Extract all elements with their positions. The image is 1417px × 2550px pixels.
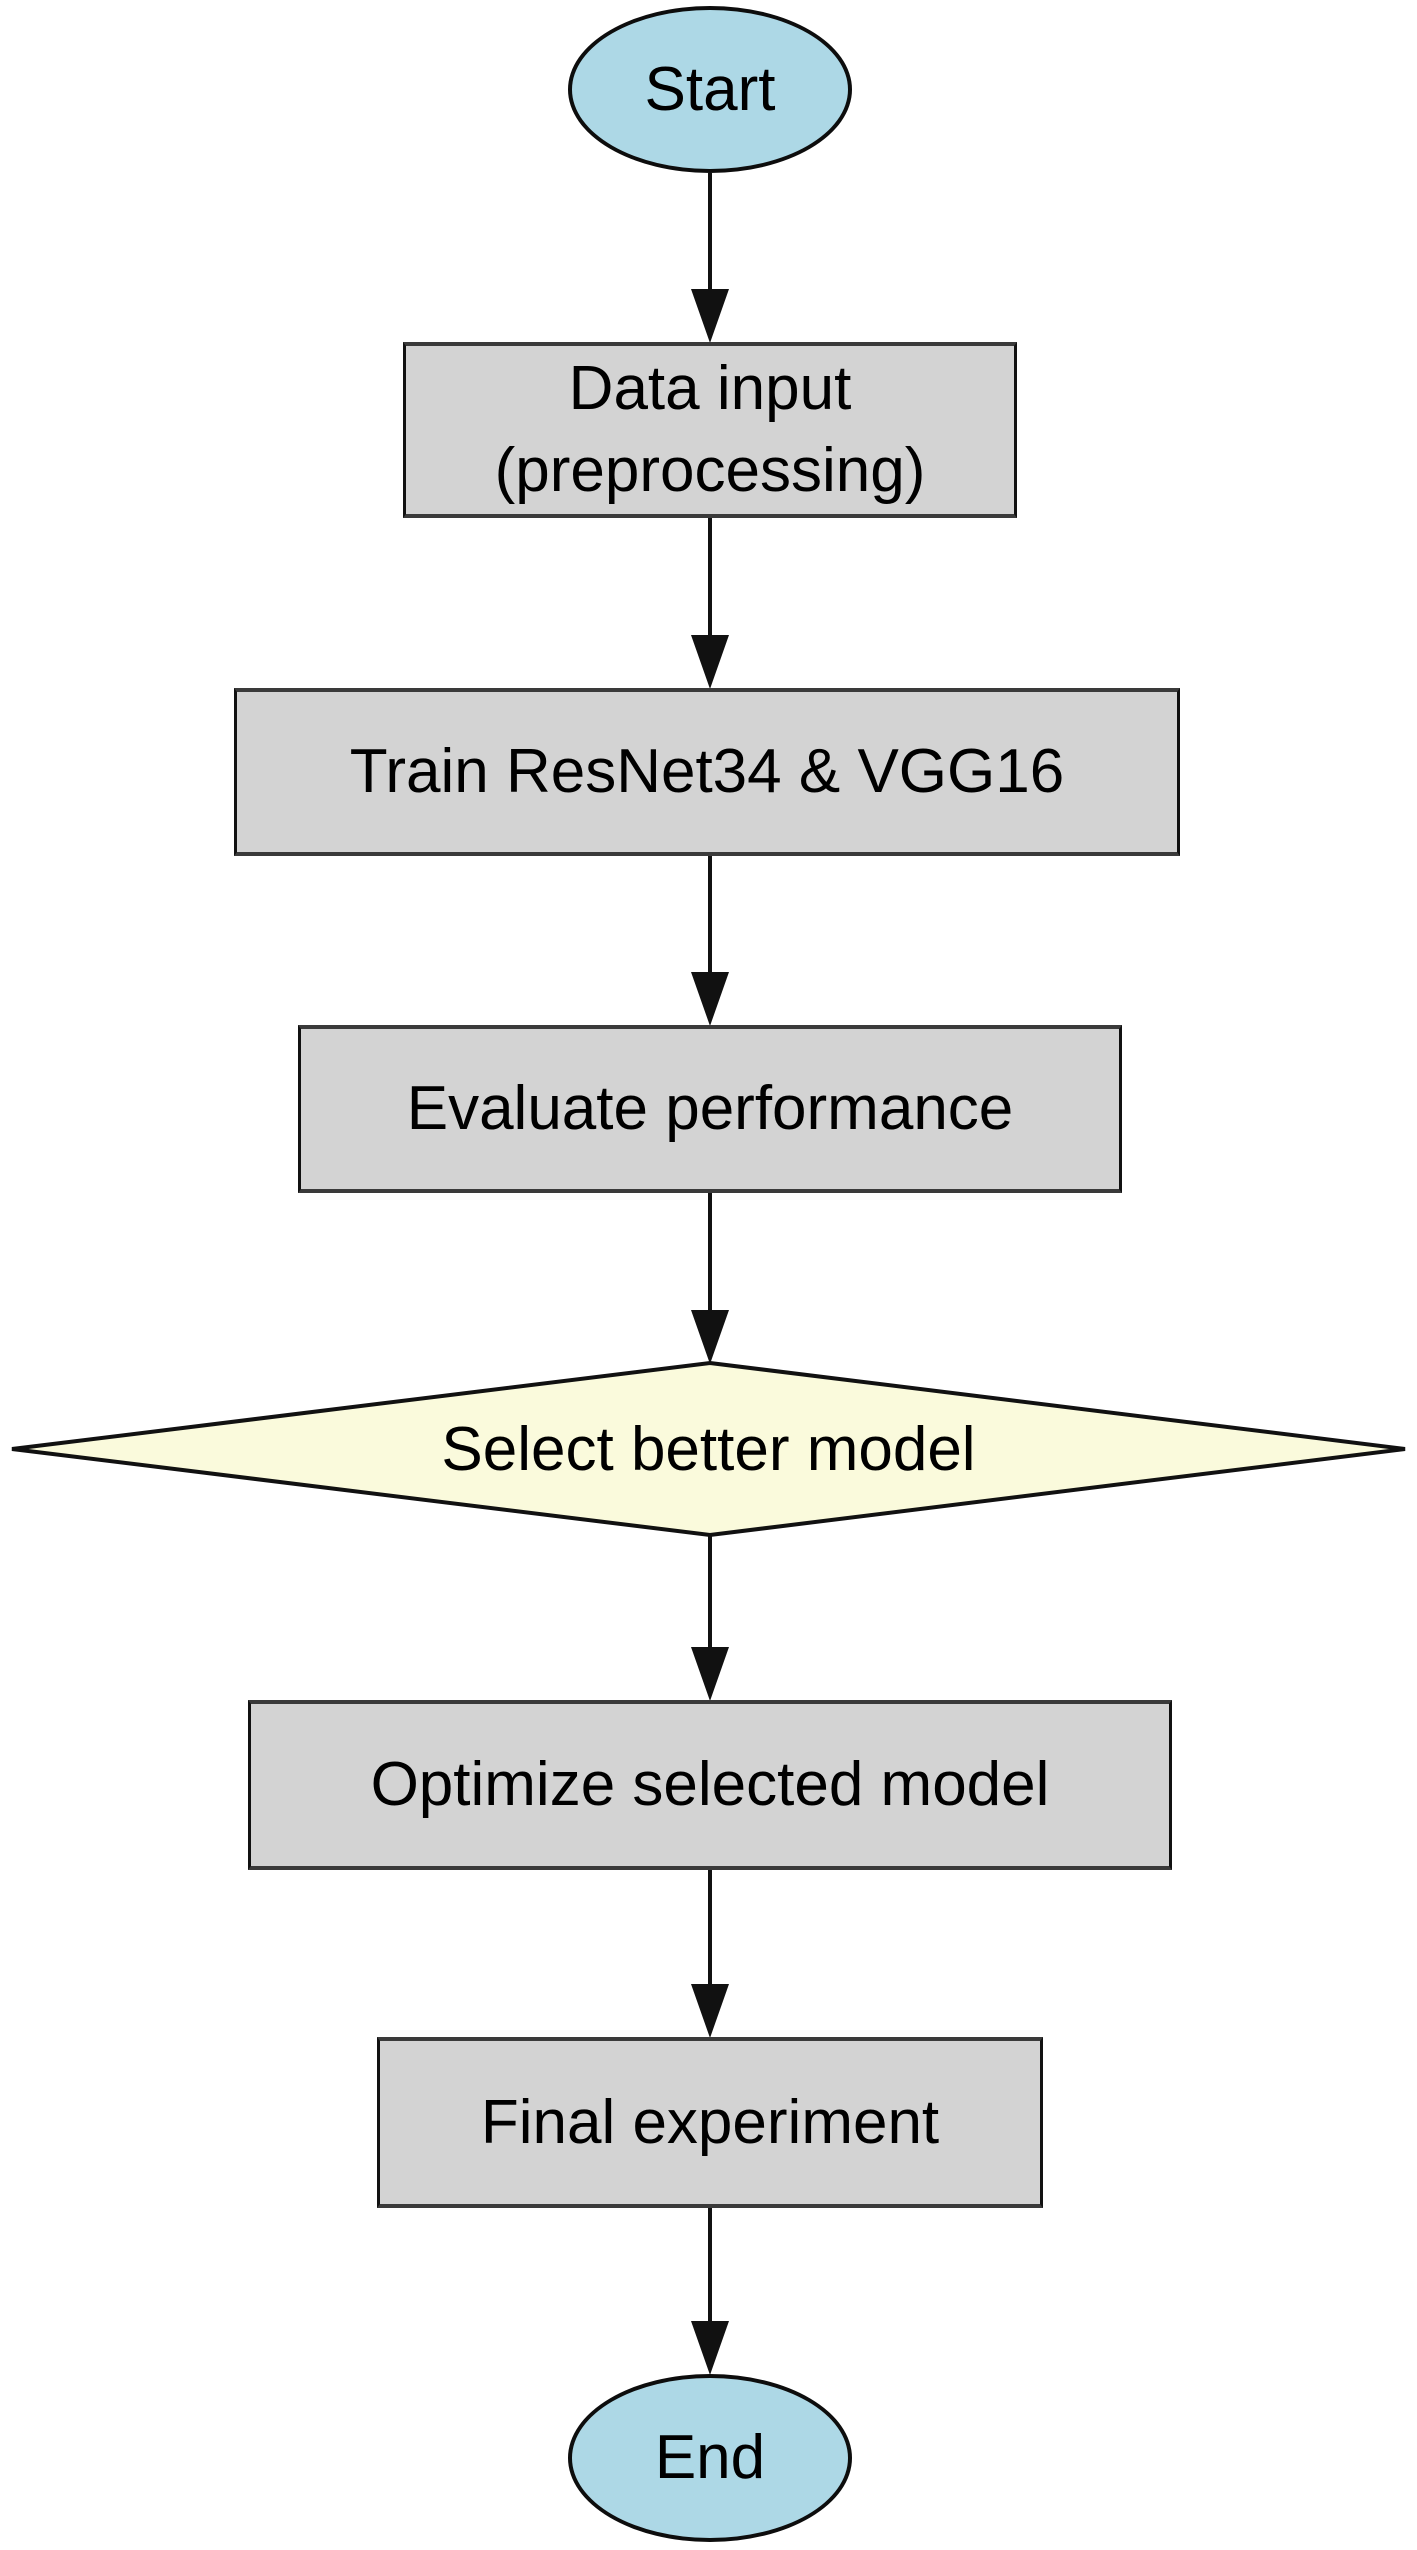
edge-line xyxy=(708,1870,712,1992)
edge-final-to-end xyxy=(691,2208,729,2375)
arrowhead-icon xyxy=(691,289,729,343)
decision-node-label: Select better model xyxy=(441,1414,976,1484)
start-node: Start xyxy=(568,6,852,173)
final-experiment-node: Final experiment xyxy=(377,2037,1043,2208)
edge-train-to-evaluate xyxy=(691,856,729,1026)
edge-line xyxy=(708,1193,712,1318)
edge-line xyxy=(708,518,712,643)
arrowhead-icon xyxy=(691,635,729,689)
data-input-node: Data input (preprocessing) xyxy=(403,342,1017,518)
edge-data-input-to-train xyxy=(691,518,729,689)
arrowhead-icon xyxy=(691,1647,729,1701)
arrowhead-icon xyxy=(691,972,729,1026)
edge-line xyxy=(708,1533,712,1655)
train-node: Train ResNet34 & VGG16 xyxy=(234,688,1180,856)
edge-select-to-optimize xyxy=(691,1533,729,1701)
edge-line xyxy=(708,2208,712,2329)
end-node-label: End xyxy=(654,2423,766,2493)
final-experiment-node-label: Final experiment xyxy=(480,2087,940,2157)
edge-line xyxy=(708,173,712,297)
edge-optimize-to-final xyxy=(691,1870,729,2038)
arrowhead-icon xyxy=(691,1984,729,2038)
train-node-label: Train ResNet34 & VGG16 xyxy=(349,737,1065,807)
edge-evaluate-to-select xyxy=(691,1193,729,1364)
edge-line xyxy=(708,856,712,980)
end-node: End xyxy=(568,2374,852,2542)
optimize-node-label: Optimize selected model xyxy=(370,1750,1050,1820)
data-input-node-label: Data input (preprocessing) xyxy=(494,354,926,505)
evaluate-node: Evaluate performance xyxy=(298,1025,1122,1193)
optimize-node: Optimize selected model xyxy=(248,1700,1172,1870)
evaluate-node-label: Evaluate performance xyxy=(406,1074,1014,1144)
start-node-label: Start xyxy=(644,54,776,124)
edge-start-to-data-input xyxy=(691,173,729,343)
arrowhead-icon xyxy=(691,1310,729,1364)
decision-node: Select better model xyxy=(0,1360,1417,1538)
arrowhead-icon xyxy=(691,2321,729,2375)
